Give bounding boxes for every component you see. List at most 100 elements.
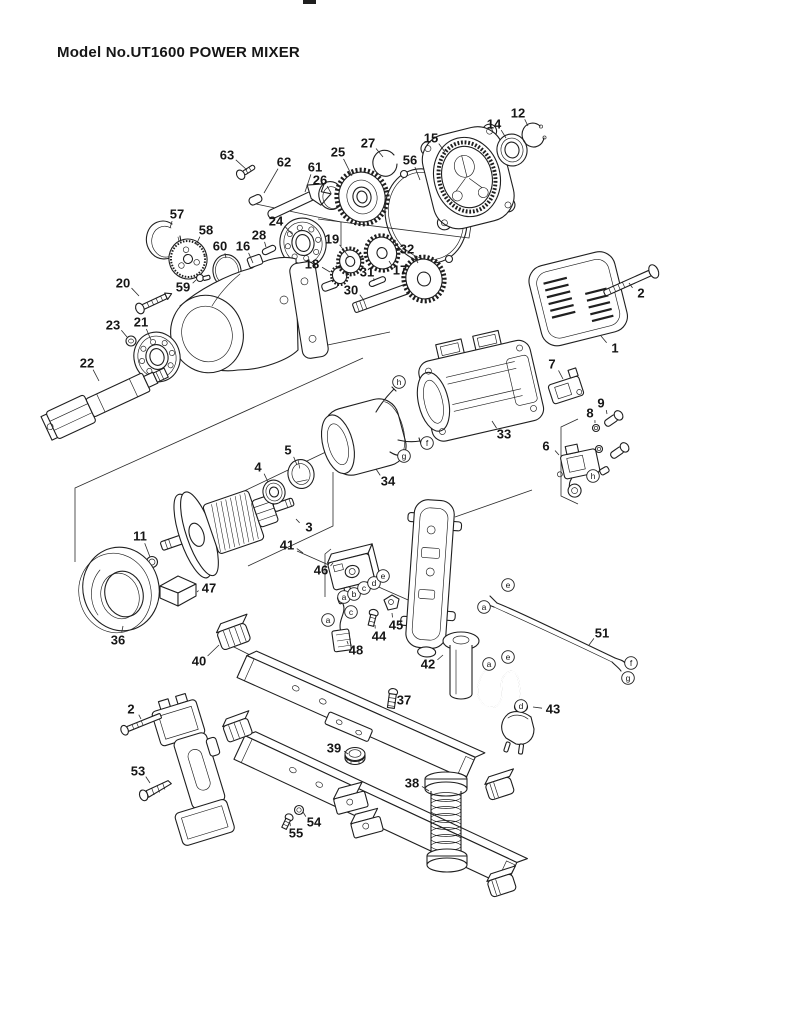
pin-28-drawing — [261, 244, 277, 256]
screw-63-drawing — [235, 164, 256, 180]
wire-marker-circle-e — [501, 650, 515, 664]
fan-cover-36-drawing — [78, 546, 160, 634]
leader-line-15 — [438, 143, 446, 153]
shaft-61-drawing — [267, 183, 332, 220]
insulator-5-drawing — [287, 459, 315, 489]
leader-line-41 — [296, 548, 304, 554]
leader-line-60 — [224, 253, 227, 259]
gear-32-drawing — [401, 254, 447, 304]
screw-55-drawing — [281, 813, 294, 830]
page-title: Model No.UT1600 POWER MIXER — [57, 44, 300, 61]
part-label-54: 54 — [307, 815, 322, 830]
part-label-46: 46 — [314, 563, 328, 578]
part-label-14: 14 — [487, 117, 502, 132]
field-stator-34-drawing — [320, 386, 422, 476]
part-label-30: 30 — [344, 283, 358, 298]
leader-line-7 — [558, 370, 564, 380]
leader-line-24 — [284, 225, 293, 235]
pinion-18-drawing — [321, 246, 365, 292]
leader-line-12 — [524, 119, 529, 127]
leader-line-22 — [92, 369, 100, 382]
bearing-21-drawing — [133, 331, 181, 383]
bearing-14-drawing — [496, 133, 528, 167]
leader-line-61 — [304, 174, 312, 193]
screw-2-top-drawing — [603, 264, 660, 297]
leader-line-19 — [339, 244, 350, 258]
key-31-drawing — [368, 276, 387, 288]
wire-marker-d: d — [519, 701, 524, 711]
wire-marker-h: h — [397, 377, 402, 387]
leader-line-43 — [532, 706, 543, 709]
part-label-25: 25 — [331, 145, 345, 160]
leader-line-57 — [169, 221, 173, 229]
part-label-20: 20 — [116, 276, 130, 291]
leader-line-11 — [144, 543, 151, 558]
part-label-4: 4 — [254, 460, 262, 475]
screw-2-bottom-drawing — [120, 713, 162, 736]
gear-cover-15-drawing — [420, 123, 516, 231]
part-label-28: 28 — [252, 228, 266, 243]
angle-bracket-a-drawing — [332, 781, 369, 815]
leader-line-17 — [388, 260, 392, 266]
part-label-2: 2 — [637, 286, 644, 301]
leader-line-1 — [600, 335, 607, 344]
wire-marker-circle-a — [482, 657, 496, 671]
part-label-9: 9 — [597, 396, 604, 411]
grip-column-38-drawing — [424, 771, 468, 873]
leader-line-30 — [359, 294, 364, 300]
clamp-45-drawing — [383, 594, 400, 611]
part-label-58: 58 — [199, 223, 213, 238]
leader-line-28 — [264, 241, 267, 248]
part-label-16: 16 — [236, 239, 250, 254]
bearing-24-drawing — [279, 217, 327, 269]
end-cap-bottom-drawing — [486, 865, 517, 898]
block-47-drawing — [159, 575, 197, 607]
part-label-36: 36 — [111, 633, 125, 648]
part-label-3: 3 — [305, 520, 312, 535]
leader-line-40 — [207, 644, 220, 657]
part-label-32: 32 — [400, 242, 414, 257]
leader-line-26 — [326, 185, 332, 194]
wire-marker-circle-h — [392, 375, 406, 389]
part-label-24: 24 — [269, 214, 284, 229]
leader-line-27 — [375, 148, 384, 158]
part-label-7: 7 — [548, 357, 555, 372]
leader-line-3 — [295, 518, 300, 524]
wire-marker-e: e — [506, 580, 511, 590]
end-cap-top-drawing — [484, 768, 515, 801]
part-label-53: 53 — [131, 764, 145, 779]
leader-line-2 — [138, 714, 142, 720]
retaining-ring-12-drawing — [521, 122, 547, 148]
leader-line-20 — [131, 287, 140, 297]
part-label-45: 45 — [389, 618, 403, 633]
leader-line-14 — [500, 129, 507, 139]
leader-line-2 — [628, 282, 633, 289]
part-label-2: 2 — [127, 702, 134, 717]
part-label-1: 1 — [611, 341, 618, 356]
part-label-61: 61 — [308, 160, 322, 175]
wire-marker-circle-c — [344, 605, 358, 619]
part-label-48: 48 — [349, 643, 363, 658]
leader-line-36 — [121, 625, 124, 633]
leader-line-6 — [554, 450, 560, 456]
spindle-22-drawing — [40, 367, 169, 441]
screw-59-drawing — [195, 273, 211, 283]
wire-marker-circle-b — [347, 587, 361, 601]
leader-line-32 — [413, 255, 419, 264]
armature-3-drawing — [160, 490, 295, 579]
part-label-55: 55 — [289, 826, 303, 841]
part-label-44: 44 — [372, 629, 387, 644]
part-label-43: 43 — [546, 702, 560, 717]
leader-line-16 — [248, 252, 254, 264]
leader-line-39 — [343, 750, 349, 755]
leader-line-58 — [195, 236, 201, 246]
nut-23-drawing — [125, 335, 137, 347]
part-label-33: 33 — [497, 427, 511, 442]
bearing-4-drawing — [262, 479, 286, 505]
leader-line-63 — [235, 159, 248, 171]
wire-marker-h: h — [591, 471, 596, 481]
part-label-27: 27 — [361, 136, 375, 151]
plate-on-bar-drawing — [324, 711, 373, 742]
nut-54-drawing — [293, 804, 305, 816]
